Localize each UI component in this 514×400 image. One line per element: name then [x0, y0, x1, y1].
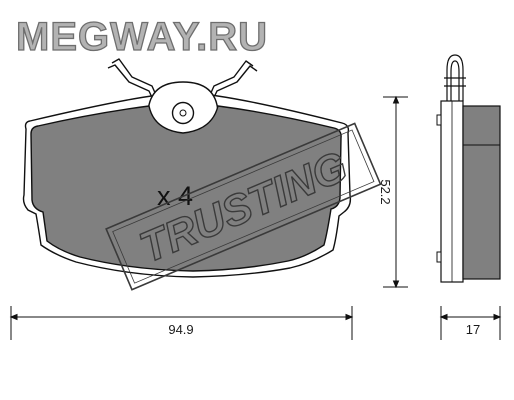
- friction-material: [30, 105, 342, 272]
- mounting-hole-inner: [179, 109, 187, 117]
- watermark-frame-inner: [112, 129, 375, 284]
- height-dimension-label: 52.2: [378, 179, 393, 204]
- quantity-label: x 4: [157, 181, 193, 211]
- site-logo: MEGWAY.RU: [16, 15, 268, 59]
- thickness-dimension-label: 17: [466, 322, 480, 337]
- side-friction-material: [462, 105, 501, 280]
- side-tab-bottom: [436, 251, 442, 263]
- pad-side-view: [436, 54, 501, 283]
- height-dimension: [383, 95, 408, 289]
- side-clip: [444, 54, 466, 101]
- width-dimension: [9, 306, 354, 340]
- side-tab-top: [436, 114, 442, 126]
- watermark-frame: [105, 122, 382, 291]
- width-dimension-label: 94.9: [168, 322, 193, 337]
- thickness-dimension: [439, 306, 502, 340]
